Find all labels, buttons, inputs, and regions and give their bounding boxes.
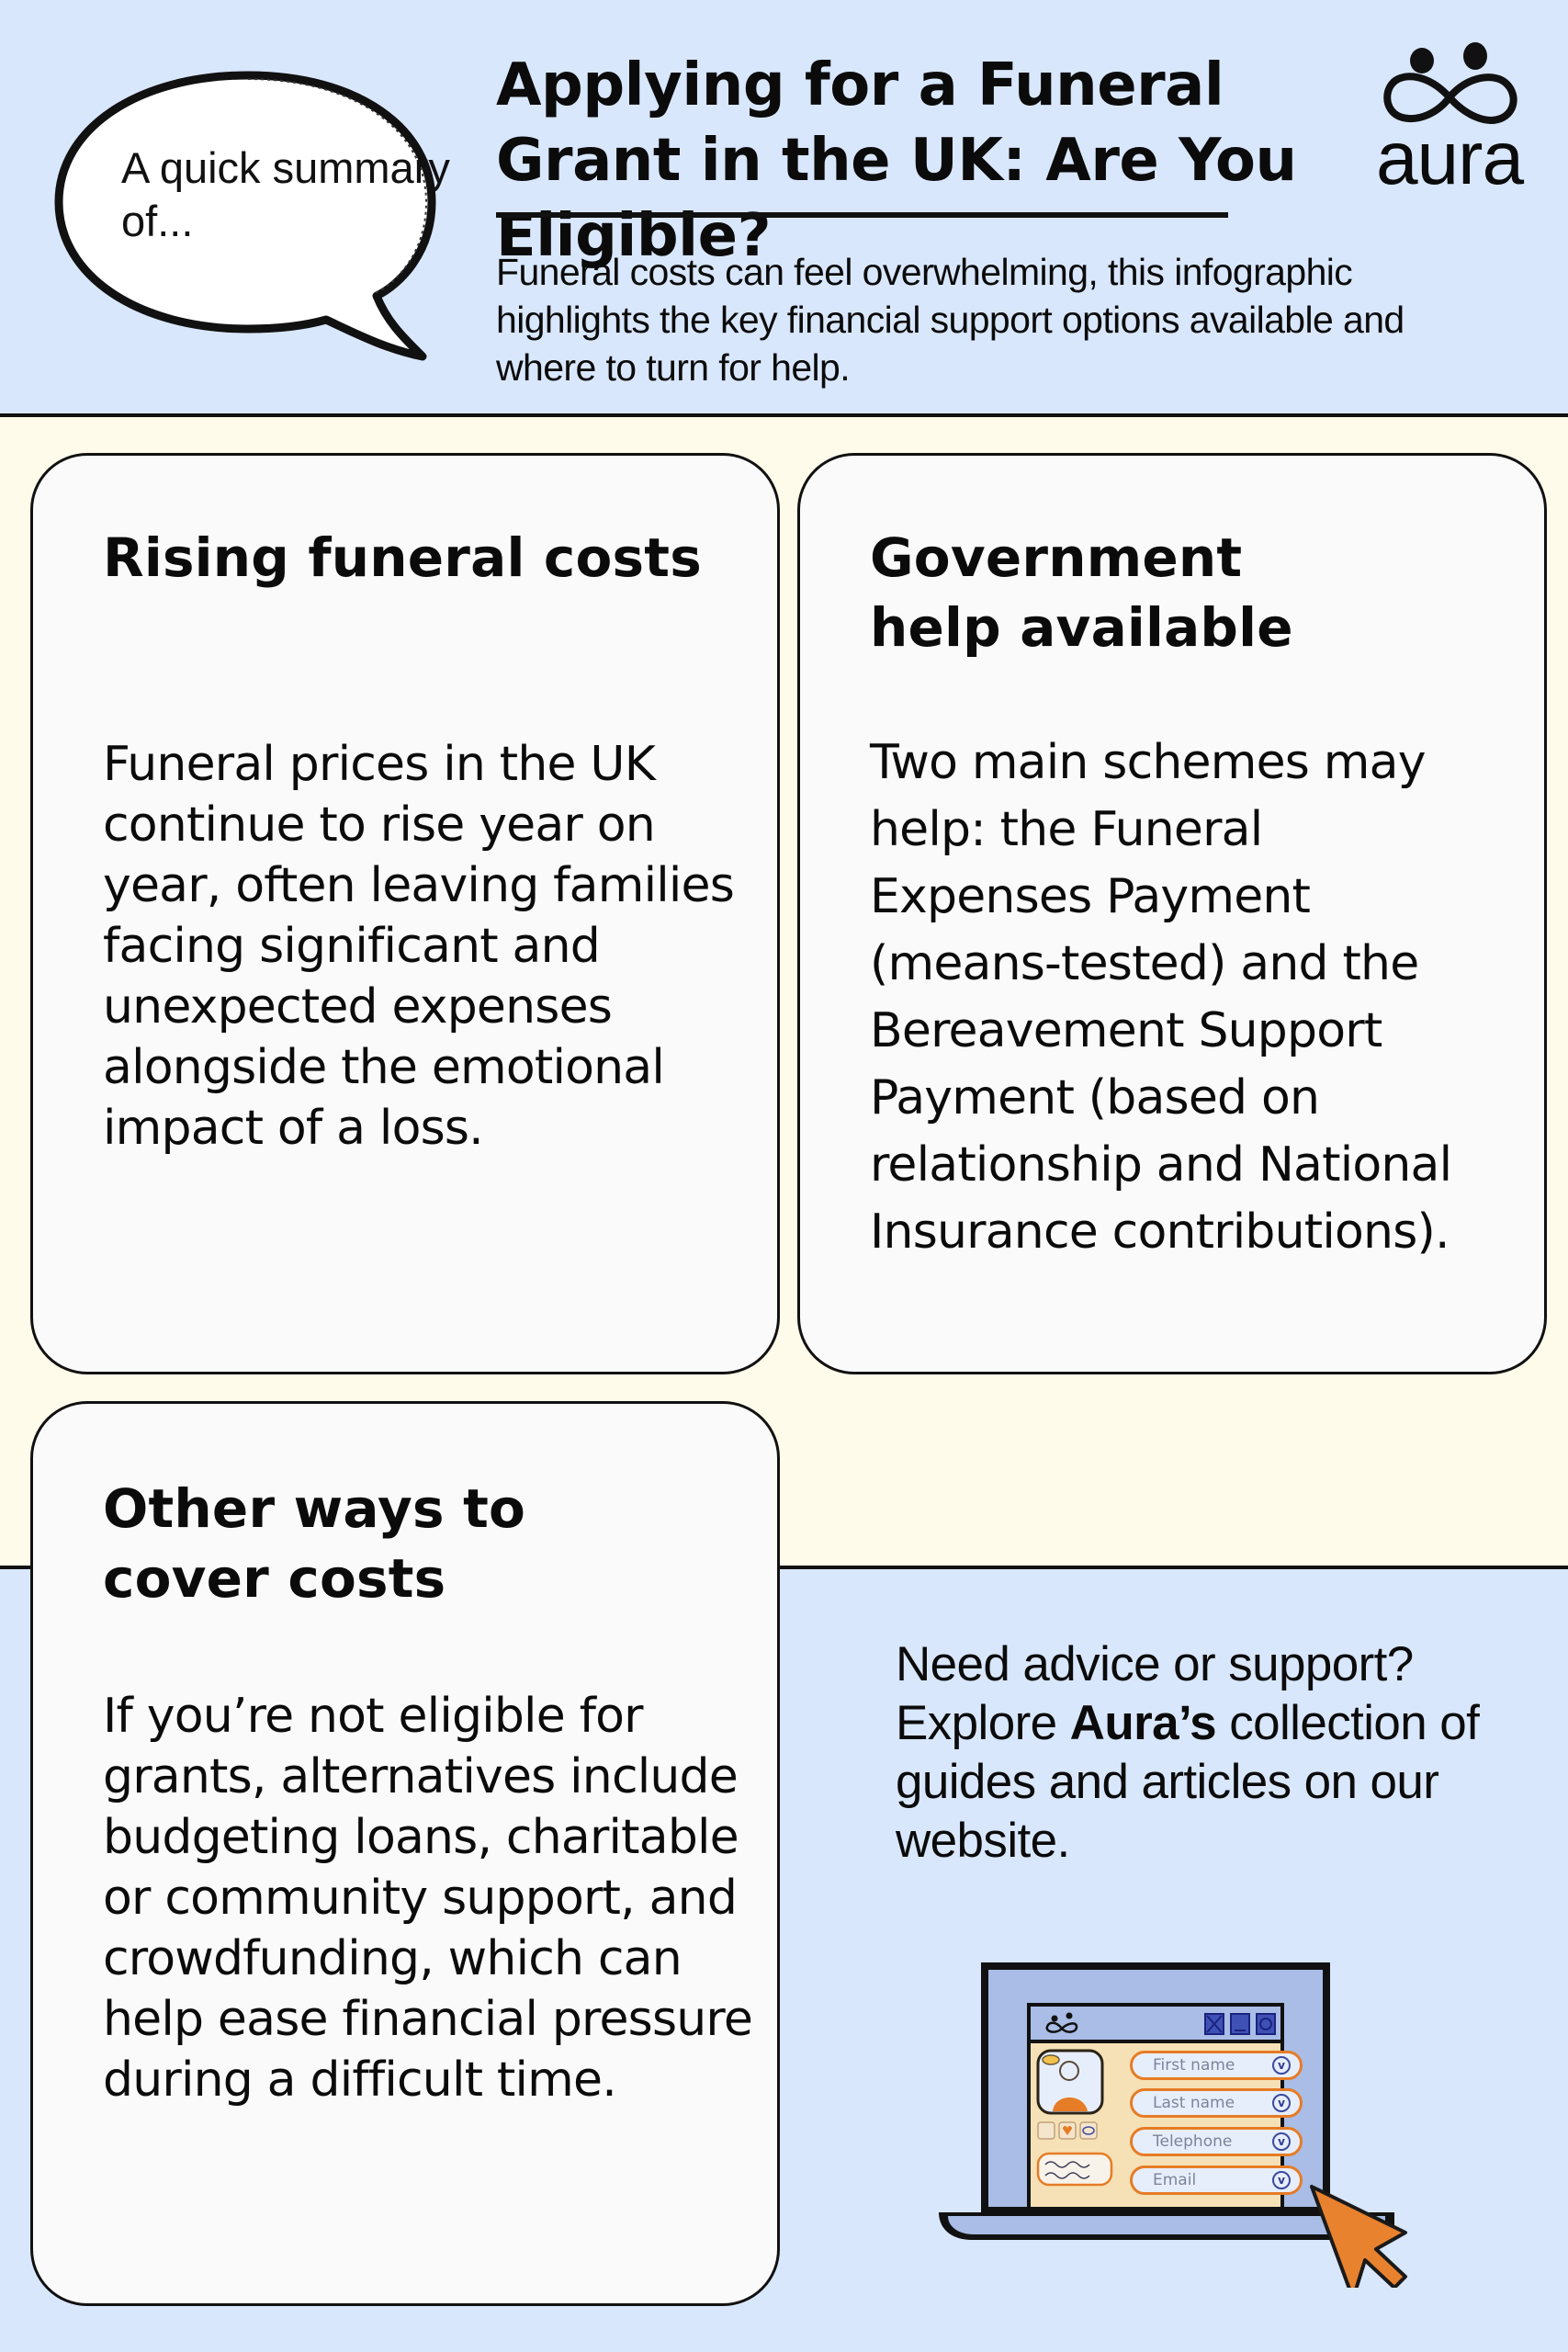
card-title: Rising funeral costs	[103, 526, 702, 589]
form-field-telephone: Telephone v	[1130, 2127, 1303, 2156]
page-title: Applying for a Funeral Grant in the UK: …	[496, 51, 1297, 270]
logo-wordmark: aura	[1375, 117, 1524, 200]
card-body: If you’re not eligible for grants, alter…	[103, 1689, 753, 2108]
cta-explore: Explore	[896, 1696, 1057, 1750]
form-field-email: Email v	[1130, 2165, 1303, 2195]
cta-text: Need advice or support? Explore Aura’s c…	[896, 1635, 1502, 1871]
speech-bubble-icon	[54, 71, 436, 361]
cta-line1: Need advice or support?	[896, 1637, 1414, 1691]
form-field-last-name: Last name v	[1130, 2088, 1303, 2118]
title-divider	[496, 212, 1228, 218]
card-rising-costs: Rising funeral costs Funeral prices in t…	[30, 453, 780, 1374]
infinity-people-icon	[1383, 42, 1517, 124]
check-icon: v	[1272, 2094, 1291, 2112]
cta-brand-link[interactable]: Aura’s	[1069, 1696, 1217, 1750]
check-icon: v	[1272, 2171, 1291, 2189]
card-body: Funeral prices in the UK continue to ris…	[103, 737, 735, 1156]
laptop-illustration: First name v Last name v Telephone v Ema…	[935, 1957, 1413, 2288]
card-other-ways: Other ways to cover costs If you’re not …	[30, 1401, 780, 2306]
check-icon: v	[1272, 2132, 1291, 2151]
cta-rest: collection of guides and articles on our…	[896, 1696, 1480, 1868]
speech-bubble: A quick summary of...	[46, 64, 450, 368]
card-title: Government help available	[870, 526, 1293, 659]
card-government-help: Government help available Two main schem…	[797, 453, 1547, 1374]
aura-logo: aura	[1367, 40, 1532, 200]
check-icon: v	[1272, 2056, 1291, 2075]
page-subtitle: Funeral costs can feel overwhelming, thi…	[496, 251, 1404, 389]
form-field-first-name: First name v	[1130, 2051, 1303, 2080]
bubble-text: A quick summary of...	[121, 143, 450, 245]
card-title: Other ways to cover costs	[103, 1477, 526, 1610]
arrow-cursor-icon	[1310, 2185, 1407, 2288]
laptop-icon	[939, 1962, 1407, 2288]
card-body: Two main schemes may help: the Funeral E…	[870, 735, 1452, 1260]
